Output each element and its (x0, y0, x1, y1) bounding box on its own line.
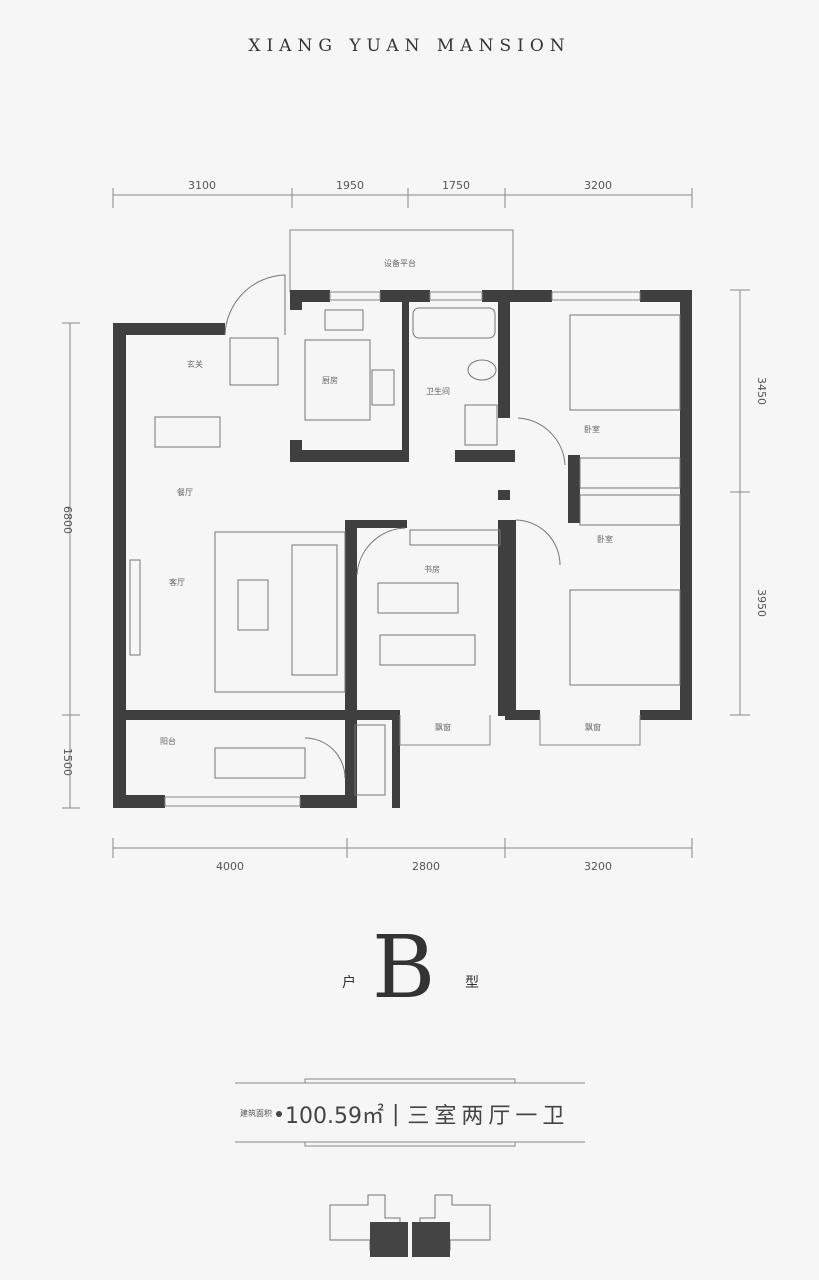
balcony-chairs (214, 747, 306, 779)
coffee-table (237, 579, 269, 631)
doors (224, 274, 566, 779)
dim-top-2: 1950 (336, 179, 364, 192)
dim-bottom-2: 2800 (412, 860, 440, 873)
room-label-bay-window-bedroom: 飘窗 (585, 722, 601, 732)
separator: | (391, 1101, 400, 1127)
tv-cabinet (129, 559, 141, 656)
kitchen-island (304, 339, 371, 421)
wardrobe-lower (579, 494, 681, 526)
dim-top-3: 1750 (442, 179, 470, 192)
room-label-dining: 餐厅 (177, 488, 193, 497)
room-label-bathroom: 卫生间 (426, 386, 450, 396)
study-shelf (409, 529, 501, 546)
study-cabinet (377, 582, 459, 614)
unit-type-suffix: 型 (465, 975, 479, 991)
room-label-bay-window-study: 飘窗 (435, 722, 451, 732)
dining-table (154, 416, 221, 448)
dimension-lines (62, 188, 750, 858)
room-label-bedroom-lower: 卧室 (597, 534, 613, 544)
unit-type-letter: B (372, 918, 436, 1018)
layout-description: 三室两厅一卫 (407, 1104, 570, 1129)
dim-top-4: 3200 (584, 179, 612, 192)
walls (113, 290, 692, 808)
kitchen-sink (324, 309, 364, 331)
bed-upper (569, 314, 681, 411)
room-label-bedroom-upper: 卧室 (584, 424, 600, 434)
dim-left-2: 1500 (61, 748, 74, 776)
page-title: XIANG YUAN MANSION (248, 36, 571, 56)
sofa (291, 544, 338, 676)
living-rug (214, 531, 346, 693)
unit-type-prefix: 户 (342, 975, 356, 991)
entry-mat (229, 337, 279, 386)
dim-right-2: 3950 (755, 589, 768, 617)
storage-cabinet (354, 724, 386, 796)
room-label-foyer: 玄关 (187, 359, 203, 369)
desk (379, 634, 476, 666)
room-label-living: 客厅 (169, 577, 185, 587)
dim-bottom-1: 4000 (216, 860, 244, 873)
building-key-plan (329, 1194, 491, 1257)
windows (164, 291, 641, 807)
bullet-icon (276, 1111, 282, 1117)
room-label-balcony: 阳台 (160, 736, 176, 746)
area-value: 100.59㎡ (285, 1104, 384, 1129)
bathtub (412, 307, 496, 339)
washbasin (464, 404, 498, 446)
dim-left-1: 6800 (61, 506, 74, 534)
toilet (467, 359, 497, 381)
wardrobe-upper (579, 457, 681, 489)
area-label: 建筑面积 (240, 1109, 272, 1118)
unit-info: 建筑面积 100.59㎡ | 三室两厅一卫 (240, 1098, 569, 1130)
room-label-study: 书房 (424, 564, 440, 574)
room-label-kitchen: 厨房 (322, 375, 338, 385)
furniture (129, 307, 681, 796)
stove (371, 369, 395, 406)
dim-bottom-3: 3200 (584, 860, 612, 873)
dim-right-1: 3450 (755, 377, 768, 405)
room-label-equipment-platform: 设备平台 (384, 258, 416, 268)
info-divider-lines (235, 1078, 585, 1147)
dim-top-1: 3100 (188, 179, 216, 192)
bed-lower (569, 589, 681, 686)
